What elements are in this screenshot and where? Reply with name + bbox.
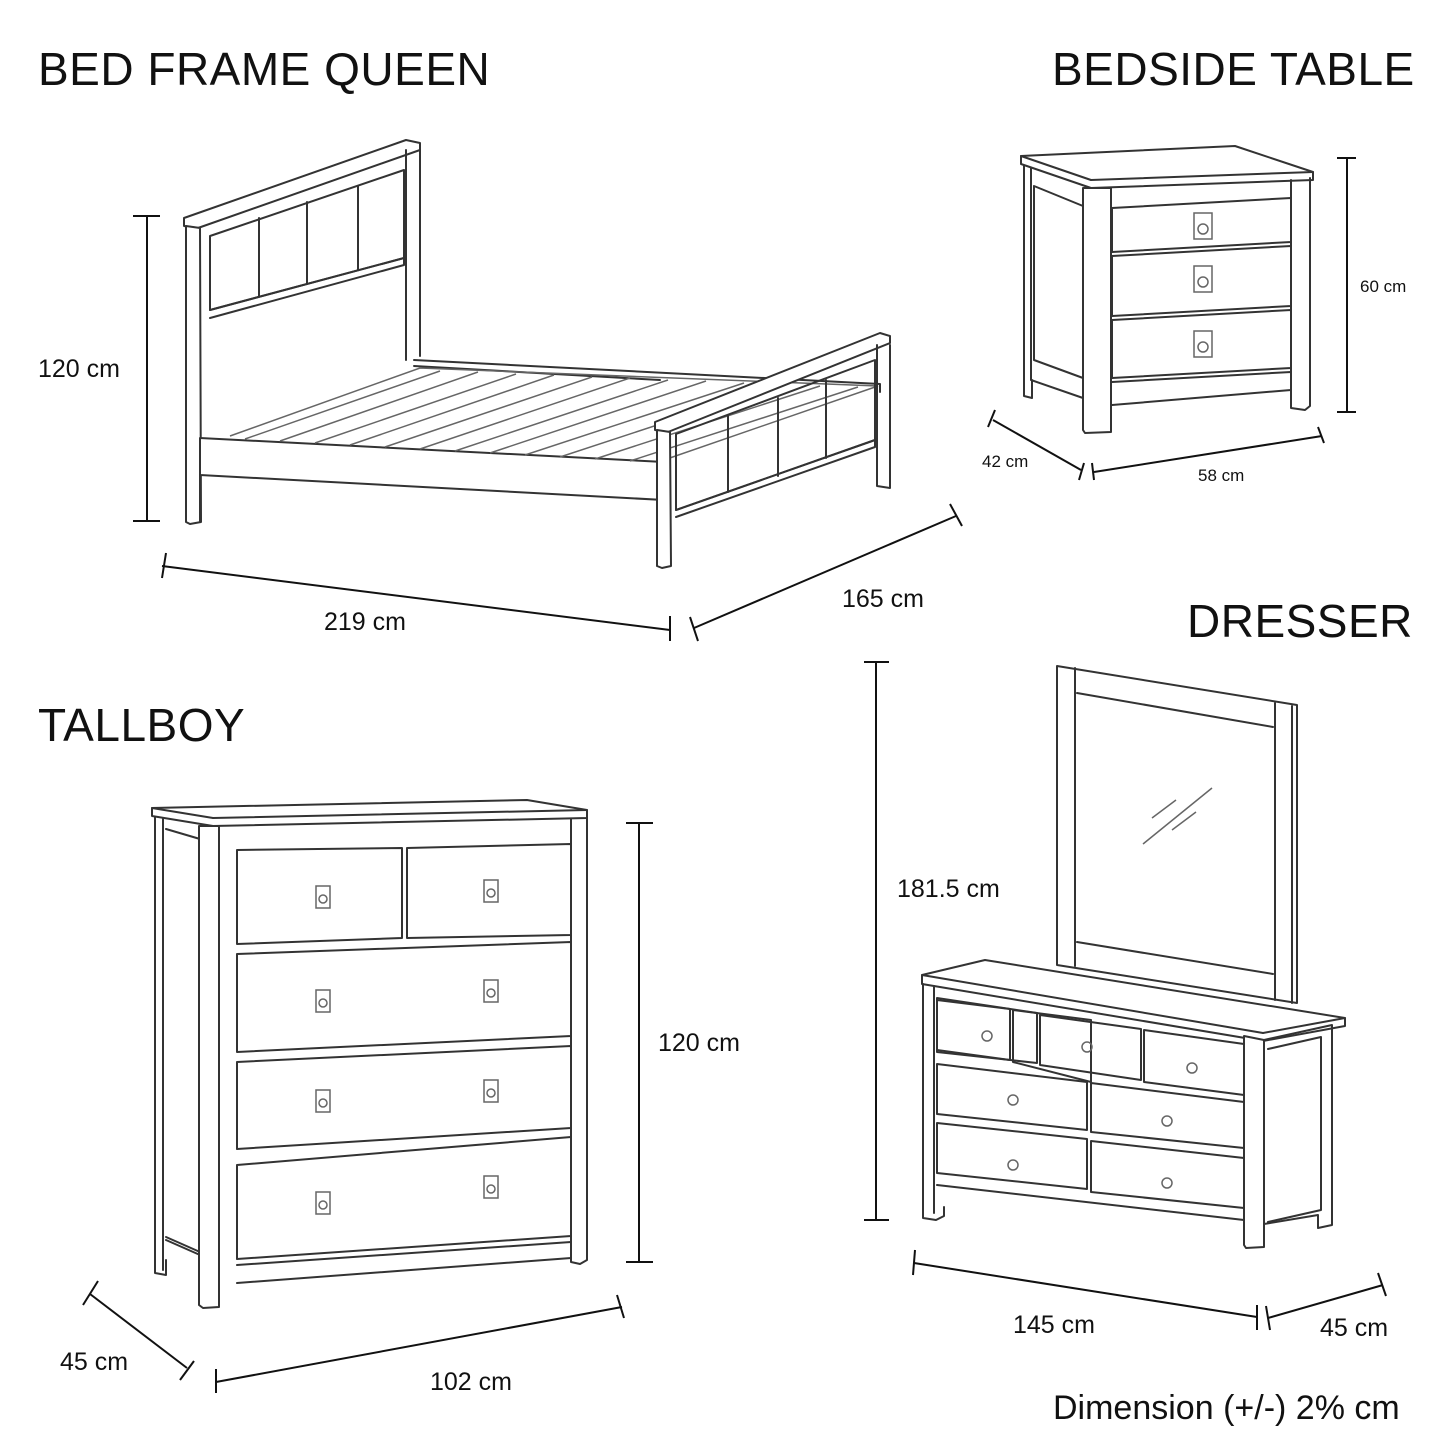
tallboy-height-label: 120 cm: [658, 1029, 740, 1057]
bedside-table-drawing: [987, 145, 1356, 481]
tallboy-width-label: 102 cm: [430, 1368, 512, 1396]
bed-frame-drawing: [133, 139, 963, 642]
bed-width-label: 165 cm: [842, 585, 924, 613]
dresser-title: DRESSER: [1187, 595, 1413, 647]
tallboy-drawing: [82, 799, 653, 1393]
bedside-width-label: 58 cm: [1198, 466, 1245, 485]
dresser-depth-label: 45 cm: [1320, 1314, 1389, 1342]
bed-frame-title: BED FRAME QUEEN: [38, 43, 491, 95]
dresser-width-label: 145 cm: [1013, 1311, 1095, 1339]
dimension-tolerance-note: Dimension (+/-) 2% cm: [1053, 1389, 1400, 1427]
tallboy-depth-label: 45 cm: [60, 1348, 129, 1376]
bedside-height-label: 60 cm: [1360, 277, 1407, 296]
bedside-table-title: BEDSIDE TABLE: [1052, 43, 1415, 95]
bedside-depth-label: 42 cm: [982, 452, 1029, 471]
bed-length-label: 219 cm: [324, 608, 406, 636]
dresser-height-label: 181.5 cm: [897, 875, 1000, 903]
dresser-drawing: [864, 661, 1387, 1331]
tallboy-title: TALLBOY: [38, 699, 246, 751]
bed-height-label: 120 cm: [38, 355, 120, 383]
